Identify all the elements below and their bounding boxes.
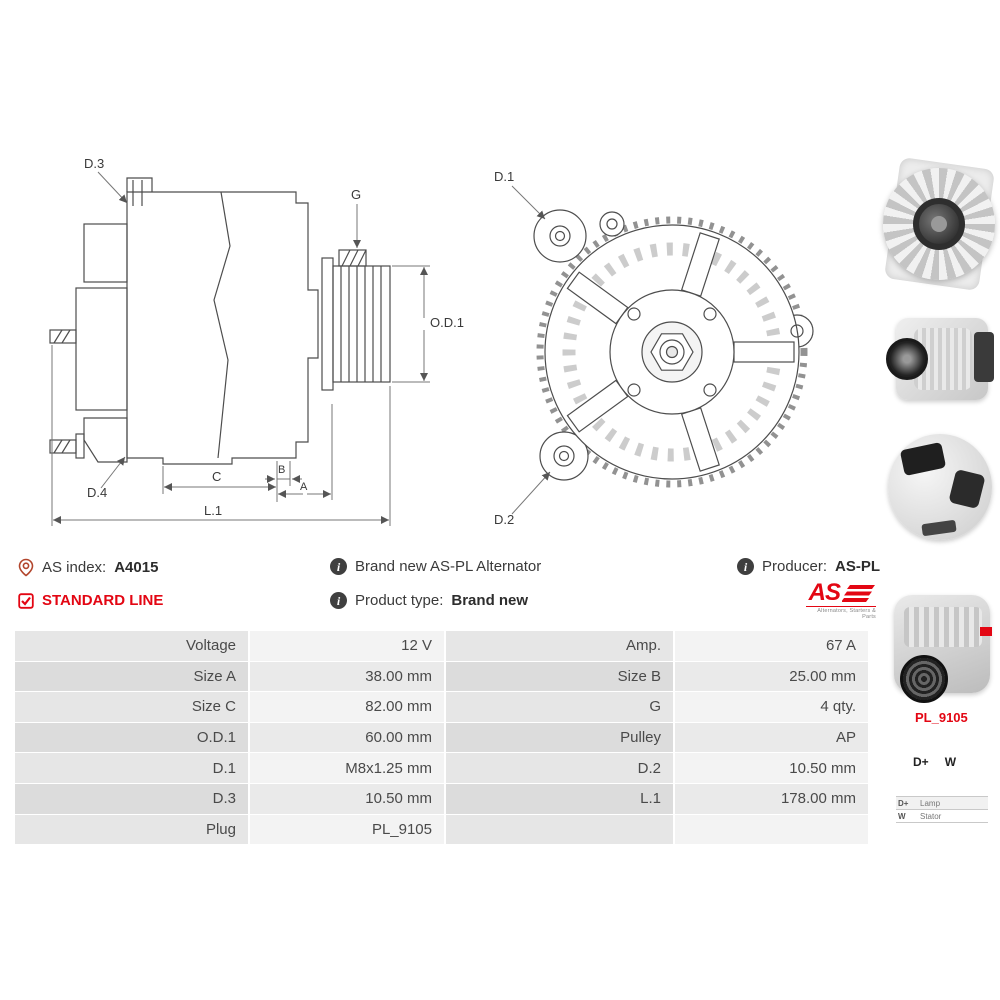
spec-value-cell: 10.50 mm [675,753,868,784]
photo-pulley [886,338,928,380]
product-photo-rear-fan[interactable] [878,150,1000,298]
spec-value-cell: 178.00 mm [675,783,868,815]
spec-value-cell: 4 qty. [675,692,868,723]
spec-row: O.D.1 60.00 mm Pulley AP [15,722,870,754]
pin-row: D+ Lamp [896,797,988,810]
info-icon [330,592,347,609]
front-view-drawing [533,209,814,488]
producer-label: Producer: [762,558,828,575]
spec-row: Size A 38.00 mm Size B 25.00 mm [15,661,870,693]
spec-value-cell: AP [675,722,868,754]
spec-table: Voltage 12 V Amp. 67 A Size A 38.00 mm S… [15,631,870,846]
spec-value-cell: 60.00 mm [250,722,446,754]
spec-row: D.1 M8x1.25 mm D.2 10.50 mm [15,753,870,784]
as-pl-logo-caption: Alternators, Starters & Parts [806,606,876,620]
spec-row: Plug PL_9105 [15,814,870,846]
spec-label-cell: Size C [15,692,250,723]
spec-label-cell: Size A [15,661,250,693]
photo-hub [913,198,965,250]
spec-value-cell: 38.00 mm [250,661,446,693]
spec-label-cell: Amp. [446,631,675,662]
plug-code: PL_9105 [915,710,968,725]
dim-label-d3: D.3 [84,156,104,171]
as-index-label: AS index: [42,559,107,576]
checkbox-checked-icon [18,592,34,609]
producer-item: Producer: AS-PL [737,558,880,575]
photo-fan [883,168,995,280]
photo-pulley [900,655,948,703]
photo-rear-cap [974,332,994,382]
as-index-item: AS index: A4015 [18,558,158,577]
product-photo-back[interactable] [880,428,1000,548]
spec-value-cell [675,814,868,846]
dim-label-d1: D.1 [494,169,514,184]
technical-drawings: D.3 D.4 G O.D.1 C B A L.1 D.1 D.2 [49,156,814,527]
product-photo-side[interactable] [884,302,1000,420]
spec-value-cell: 67 A [675,631,868,662]
dim-label-od1: O.D.1 [430,315,464,330]
dim-label-l1: L.1 [204,503,222,518]
dim-label-c: C [212,469,221,484]
photo-fins [904,607,982,647]
spec-label-cell: L.1 [446,783,675,815]
as-pl-logo-text: AS [808,579,841,607]
spec-row: D.3 10.50 mm L.1 178.00 mm [15,783,870,815]
spec-value-cell: 12 V [250,631,446,662]
spec-label-cell: D.1 [15,753,250,784]
info-icon [330,558,347,575]
spec-value-cell: 25.00 mm [675,661,868,693]
dim-label-g: G [351,187,361,202]
producer-value: AS-PL [835,558,881,575]
spec-label-cell: Voltage [15,631,250,662]
standard-line-badge: STANDARD LINE [42,592,164,609]
pin-name: D+ [898,798,909,808]
spec-label-cell: O.D.1 [15,722,250,754]
dim-label-a: A [300,481,308,493]
spec-value-cell: 10.50 mm [250,783,446,815]
dim-label-b: B [278,464,285,476]
spec-label-cell: Plug [15,814,250,846]
spec-label-cell: G [446,692,675,723]
dim-label-d2: D.2 [494,512,514,527]
as-index-value: A4015 [114,559,159,576]
front-view-dimensions [511,185,551,515]
spec-row: Size C 82.00 mm G 4 qty. [15,692,870,723]
plug-pinout-table: D+ Lamp W Stator [896,796,988,823]
spec-value-cell: M8x1.25 mm [250,753,446,784]
product-type-label: Product type: [355,592,444,609]
terminal-dplus: D+ [913,755,929,769]
pin-desc: Lamp [920,798,941,808]
location-pin-icon [18,558,34,577]
spec-label-cell: D.2 [446,753,675,784]
as-pl-logo-stripes-icon [842,585,875,602]
spec-row: Voltage 12 V Amp. 67 A [15,631,870,662]
description-item: Brand new AS-PL Alternator [330,558,541,575]
pin-desc: Stator [920,811,942,821]
product-type-value: Brand new [451,592,529,609]
standard-line-item: STANDARD LINE [18,592,163,609]
side-view-drawing [49,177,391,465]
pin-name: W [898,811,906,821]
spec-label-cell: Size B [446,661,675,693]
product-photo-front[interactable] [884,585,1000,717]
spec-label-cell: Pulley [446,722,675,754]
spec-value-cell: 82.00 mm [250,692,446,723]
photo-nut [931,216,947,232]
terminal-w: W [944,755,957,769]
as-pl-logo: AS Alternators, Starters & Parts [806,579,876,620]
product-description: Brand new AS-PL Alternator [355,558,542,575]
plug-terminals: D+ W [913,755,956,769]
side-view-dimensions [51,171,430,526]
info-icon [737,558,754,575]
spec-value-cell: PL_9105 [250,814,446,846]
spec-label-cell: D.3 [15,783,250,815]
pin-row: W Stator [896,810,988,823]
photo-brand-sticker [980,627,992,636]
dim-label-d4: D.4 [87,485,107,500]
product-type-item: Product type: Brand new [330,592,528,609]
spec-label-cell [446,814,675,846]
